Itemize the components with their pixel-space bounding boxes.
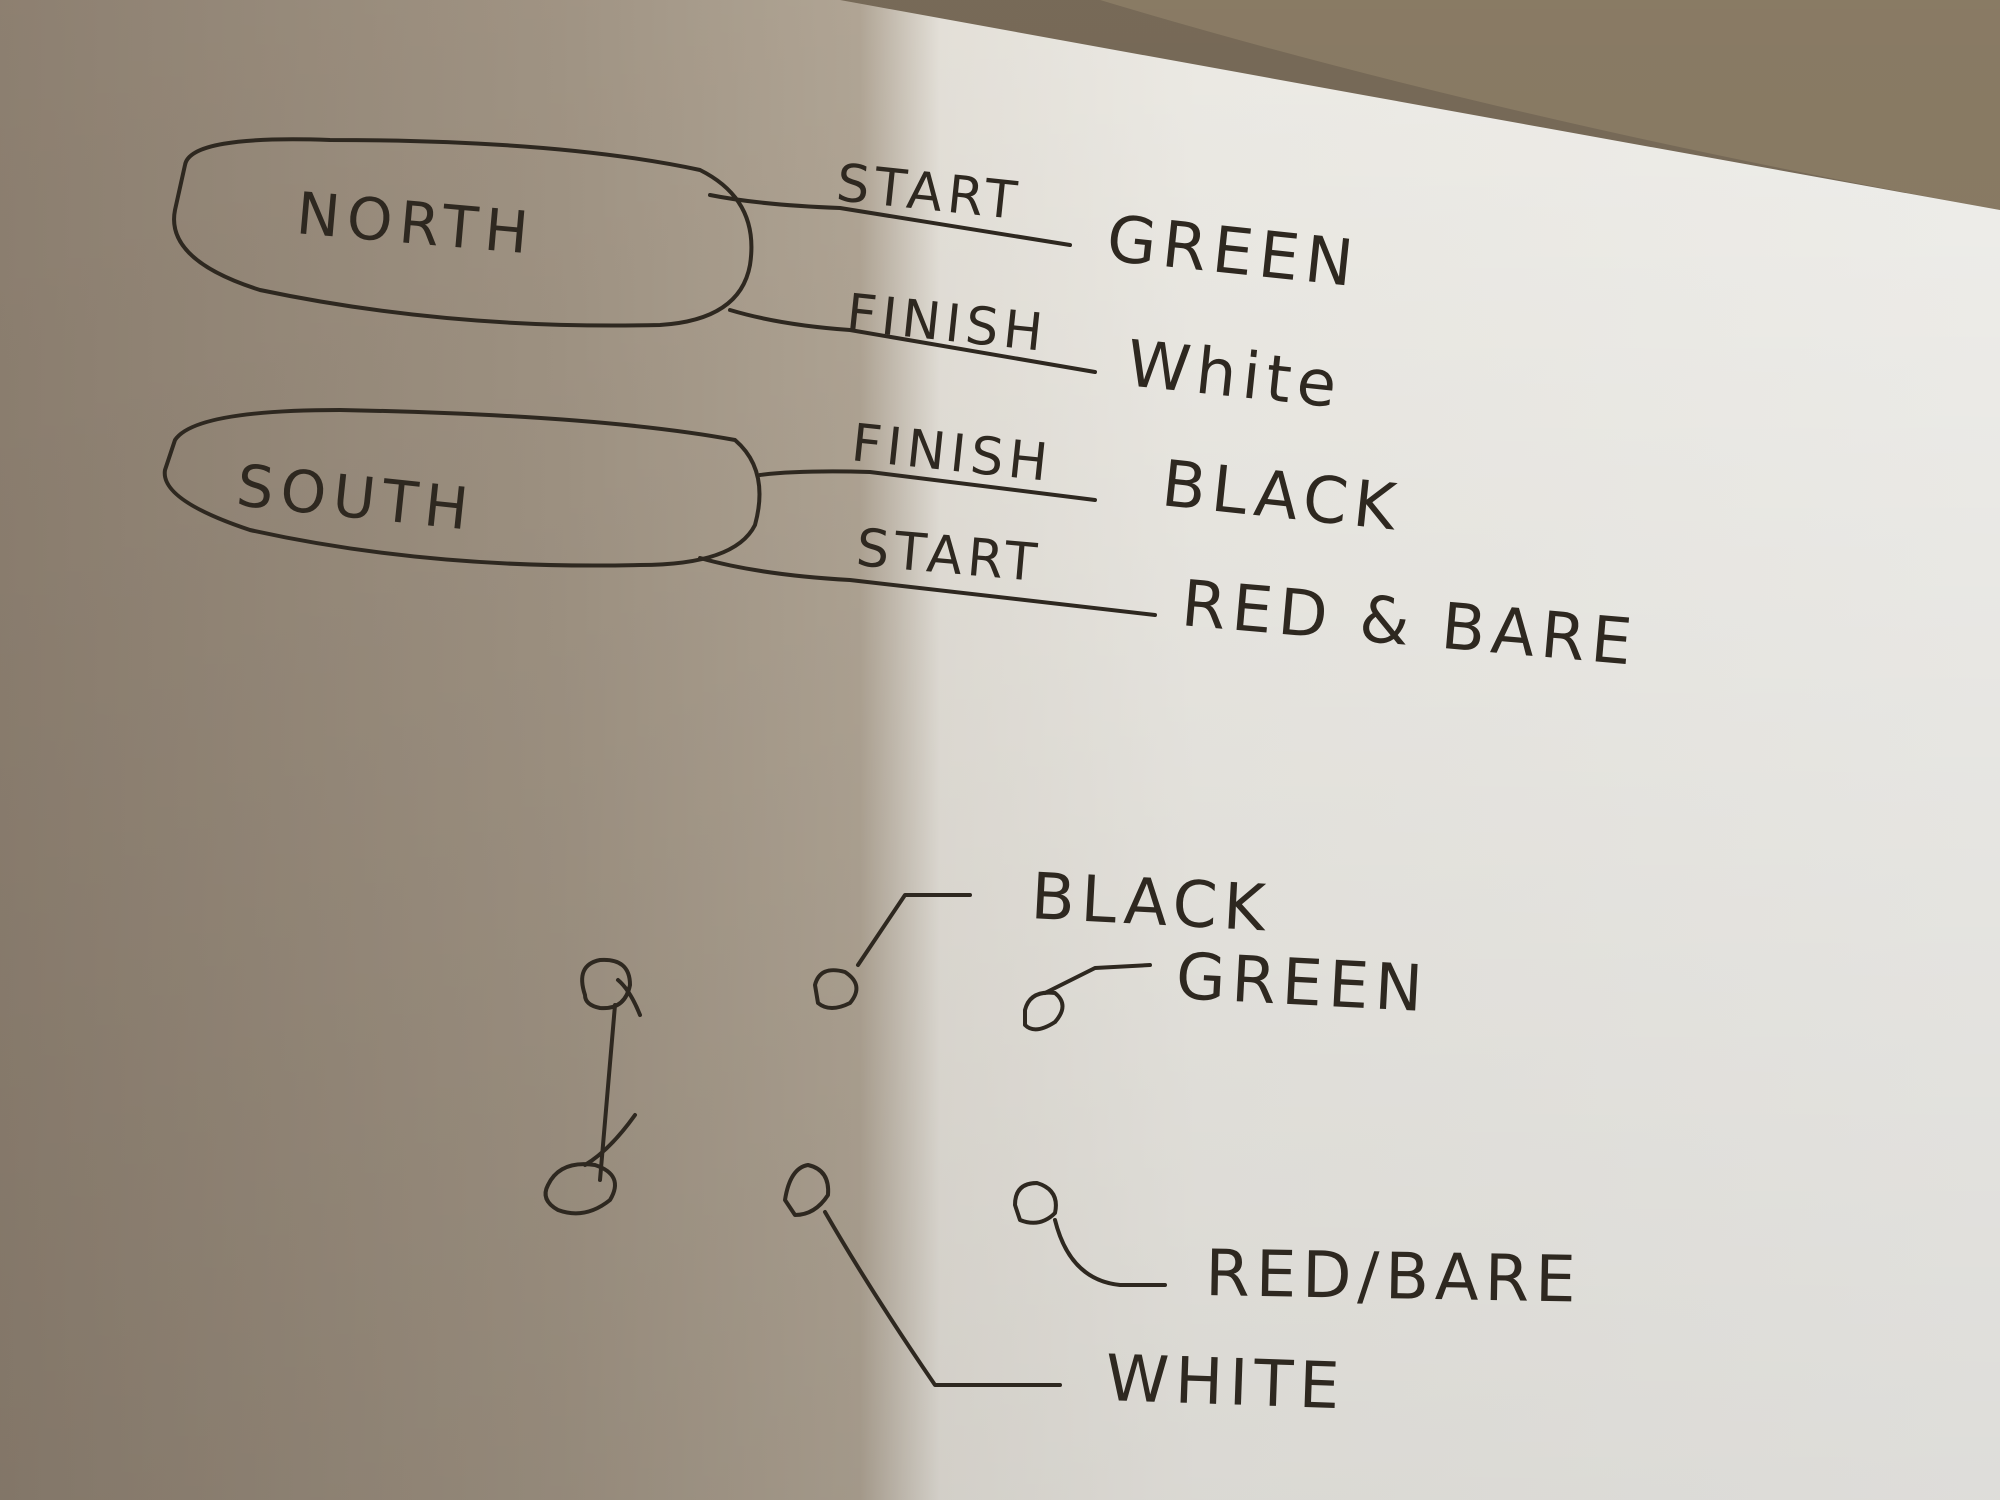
south-finish-lead — [758, 469, 1097, 502]
green-lead-wire — [1043, 963, 1152, 995]
terminal-red-bare-label: RED/BARE — [1205, 1237, 1583, 1318]
north-coil-outline — [172, 137, 754, 328]
terminal-top-middle — [813, 968, 859, 1010]
north-start-lead — [708, 193, 1072, 247]
terminal-bottom-right — [1013, 1181, 1058, 1225]
white-lead-wire — [823, 1210, 1062, 1387]
terminal-white-label: WHITE — [1104, 1342, 1346, 1424]
south-start-lead — [698, 556, 1157, 617]
jumper-mark-top — [616, 978, 642, 1017]
terminal-bottom-middle — [783, 1163, 831, 1217]
north-finish-lead — [728, 308, 1097, 374]
ink-strokes — [162, 137, 1167, 1387]
terminal-green-label: GREEN — [1174, 940, 1430, 1027]
terminal-top-right — [1023, 990, 1065, 1032]
terminal-bottom-left — [543, 1162, 617, 1216]
black-lead-wire — [856, 893, 972, 967]
jumper-mark-bottom — [583, 1113, 637, 1167]
red-bare-lead-wire — [1053, 1218, 1167, 1287]
terminal-top-left — [580, 957, 632, 1011]
south-coil-outline — [162, 408, 762, 568]
terminal-black-label: BLACK — [1029, 860, 1273, 946]
